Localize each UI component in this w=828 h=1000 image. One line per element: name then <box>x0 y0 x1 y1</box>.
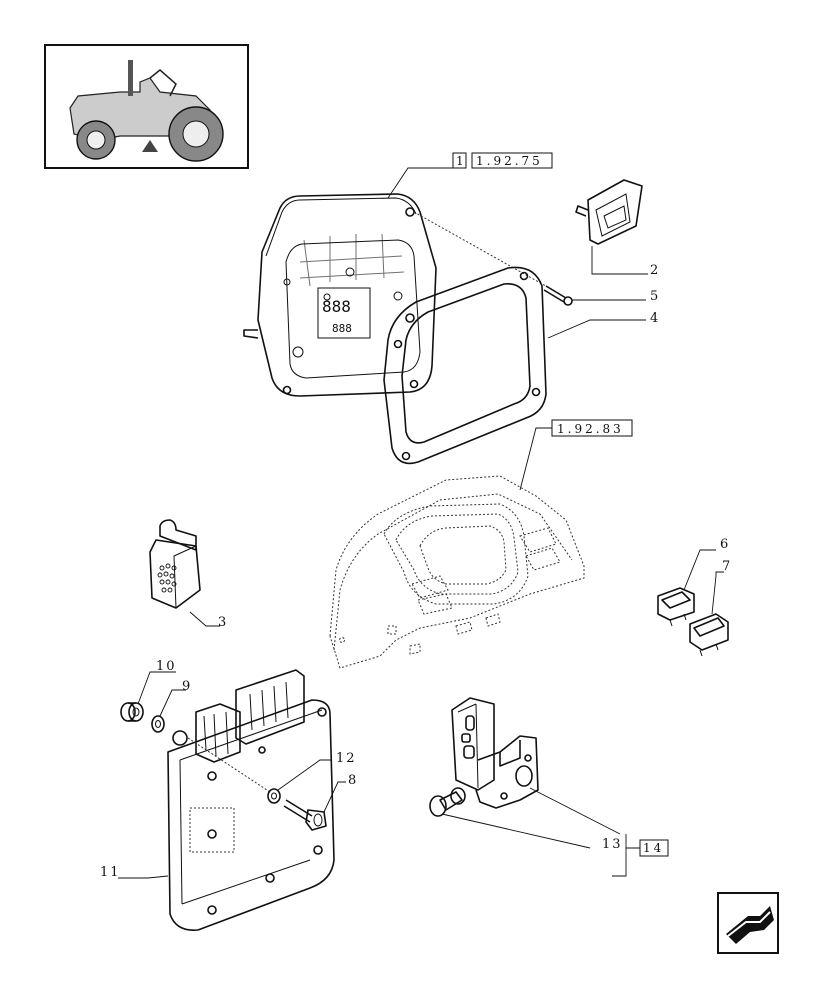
bracket-line <box>612 834 640 877</box>
leader-11 <box>118 875 169 879</box>
leader-12 <box>277 759 332 791</box>
callout-5: 5 <box>650 289 660 304</box>
leader-14 <box>529 787 621 835</box>
leader-4 <box>547 319 646 339</box>
leader-13 <box>441 813 591 849</box>
warning-lamp[interactable] <box>575 179 643 245</box>
reference-box-1[interactable]: 1 1.92.75 <box>452 152 553 169</box>
switch-6[interactable] <box>657 587 695 627</box>
ref-label-1: 1.92.75 <box>476 154 543 168</box>
callout-4: 4 <box>650 311 660 326</box>
callout-12: 12 <box>336 751 357 766</box>
leader-7 <box>711 571 724 615</box>
sub-display-digits: 888 <box>332 322 352 335</box>
bolt-8[interactable] <box>283 799 327 831</box>
speaker-grille-icon <box>157 563 177 593</box>
callout-2: 2 <box>650 263 660 278</box>
callout-7: 7 <box>722 559 732 574</box>
knob-13[interactable] <box>429 787 466 817</box>
screw-5[interactable] <box>543 285 573 306</box>
back-nav-button[interactable] <box>717 892 779 954</box>
leader-2 <box>591 246 648 275</box>
mounting-bracket[interactable] <box>451 697 539 809</box>
callout-8: 8 <box>348 773 358 788</box>
reference-box-2[interactable]: 1.92.83 <box>551 419 633 437</box>
tractor-icon <box>69 60 224 162</box>
leader-8 <box>323 781 346 813</box>
arrow-left-icon <box>726 906 774 944</box>
main-display-digits: 888 <box>322 297 351 316</box>
callout-10: 10 <box>156 659 177 674</box>
assembly-line-2 <box>187 737 271 793</box>
washer-12[interactable] <box>267 788 281 804</box>
tractor-thumbnail[interactable] <box>44 44 249 169</box>
spacer-10[interactable] <box>120 702 144 722</box>
switch-7[interactable] <box>689 613 729 657</box>
callout-14: 14 <box>643 841 664 855</box>
dashboard-panel[interactable] <box>329 475 585 669</box>
leader-3 <box>189 611 220 627</box>
control-unit[interactable] <box>167 669 335 931</box>
buzzer[interactable] <box>149 519 201 609</box>
callout-11: 11 <box>100 865 121 880</box>
reference-box-14[interactable]: 14 <box>639 839 669 857</box>
callout-1: 1 <box>456 154 467 168</box>
leader-6 <box>683 549 716 591</box>
frame-gasket[interactable] <box>383 266 547 465</box>
callout-13: 13 <box>602 837 623 852</box>
leader-ref-2 <box>519 427 552 491</box>
washer-9[interactable] <box>151 715 165 733</box>
instrument-cluster[interactable]: 888 888 <box>243 193 437 397</box>
leader-1 <box>387 167 453 199</box>
leader-10 <box>137 671 176 705</box>
ref-label-2: 1.92.83 <box>557 422 624 436</box>
callout-3: 3 <box>218 615 228 630</box>
leader-9 <box>159 689 186 717</box>
callout-9: 9 <box>182 679 192 694</box>
callout-6: 6 <box>720 537 730 552</box>
